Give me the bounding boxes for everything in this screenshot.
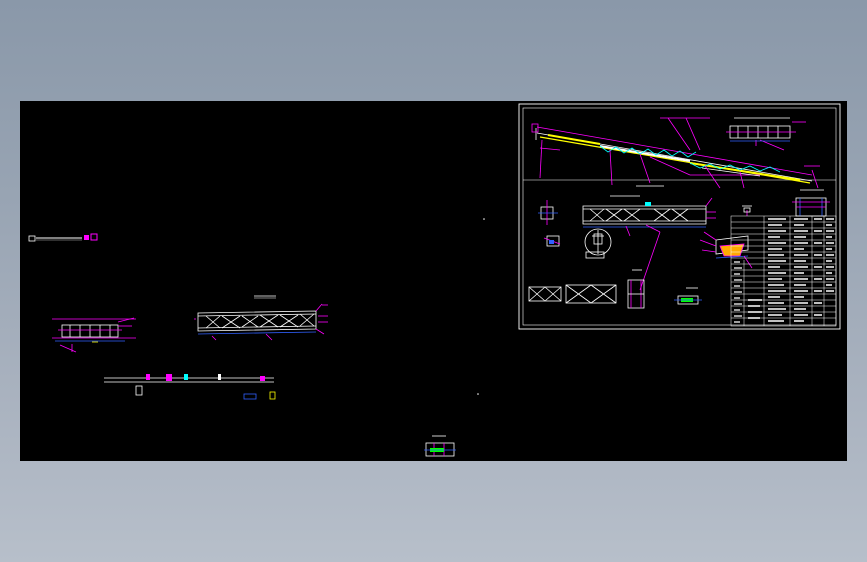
- bottom-fragment: [424, 435, 456, 457]
- sheet-small-details: [538, 200, 752, 259]
- left-label-fragment: [28, 233, 98, 242]
- sheet-parts-table: [730, 215, 837, 327]
- middle-truss-elevation: [582, 195, 716, 291]
- sheet-right-section: [792, 189, 830, 217]
- left-dimension-strip: [104, 374, 276, 400]
- left-section-view: [52, 317, 136, 353]
- main-inclined-truss: [531, 117, 820, 189]
- sheet-hopper-detail: [699, 231, 753, 269]
- left-truss-elevation: [194, 295, 328, 341]
- top-right-section-detail: [726, 117, 806, 151]
- cad-model-space-canvas[interactable]: [20, 101, 847, 461]
- sheet-bottom-trusses: [528, 269, 702, 309]
